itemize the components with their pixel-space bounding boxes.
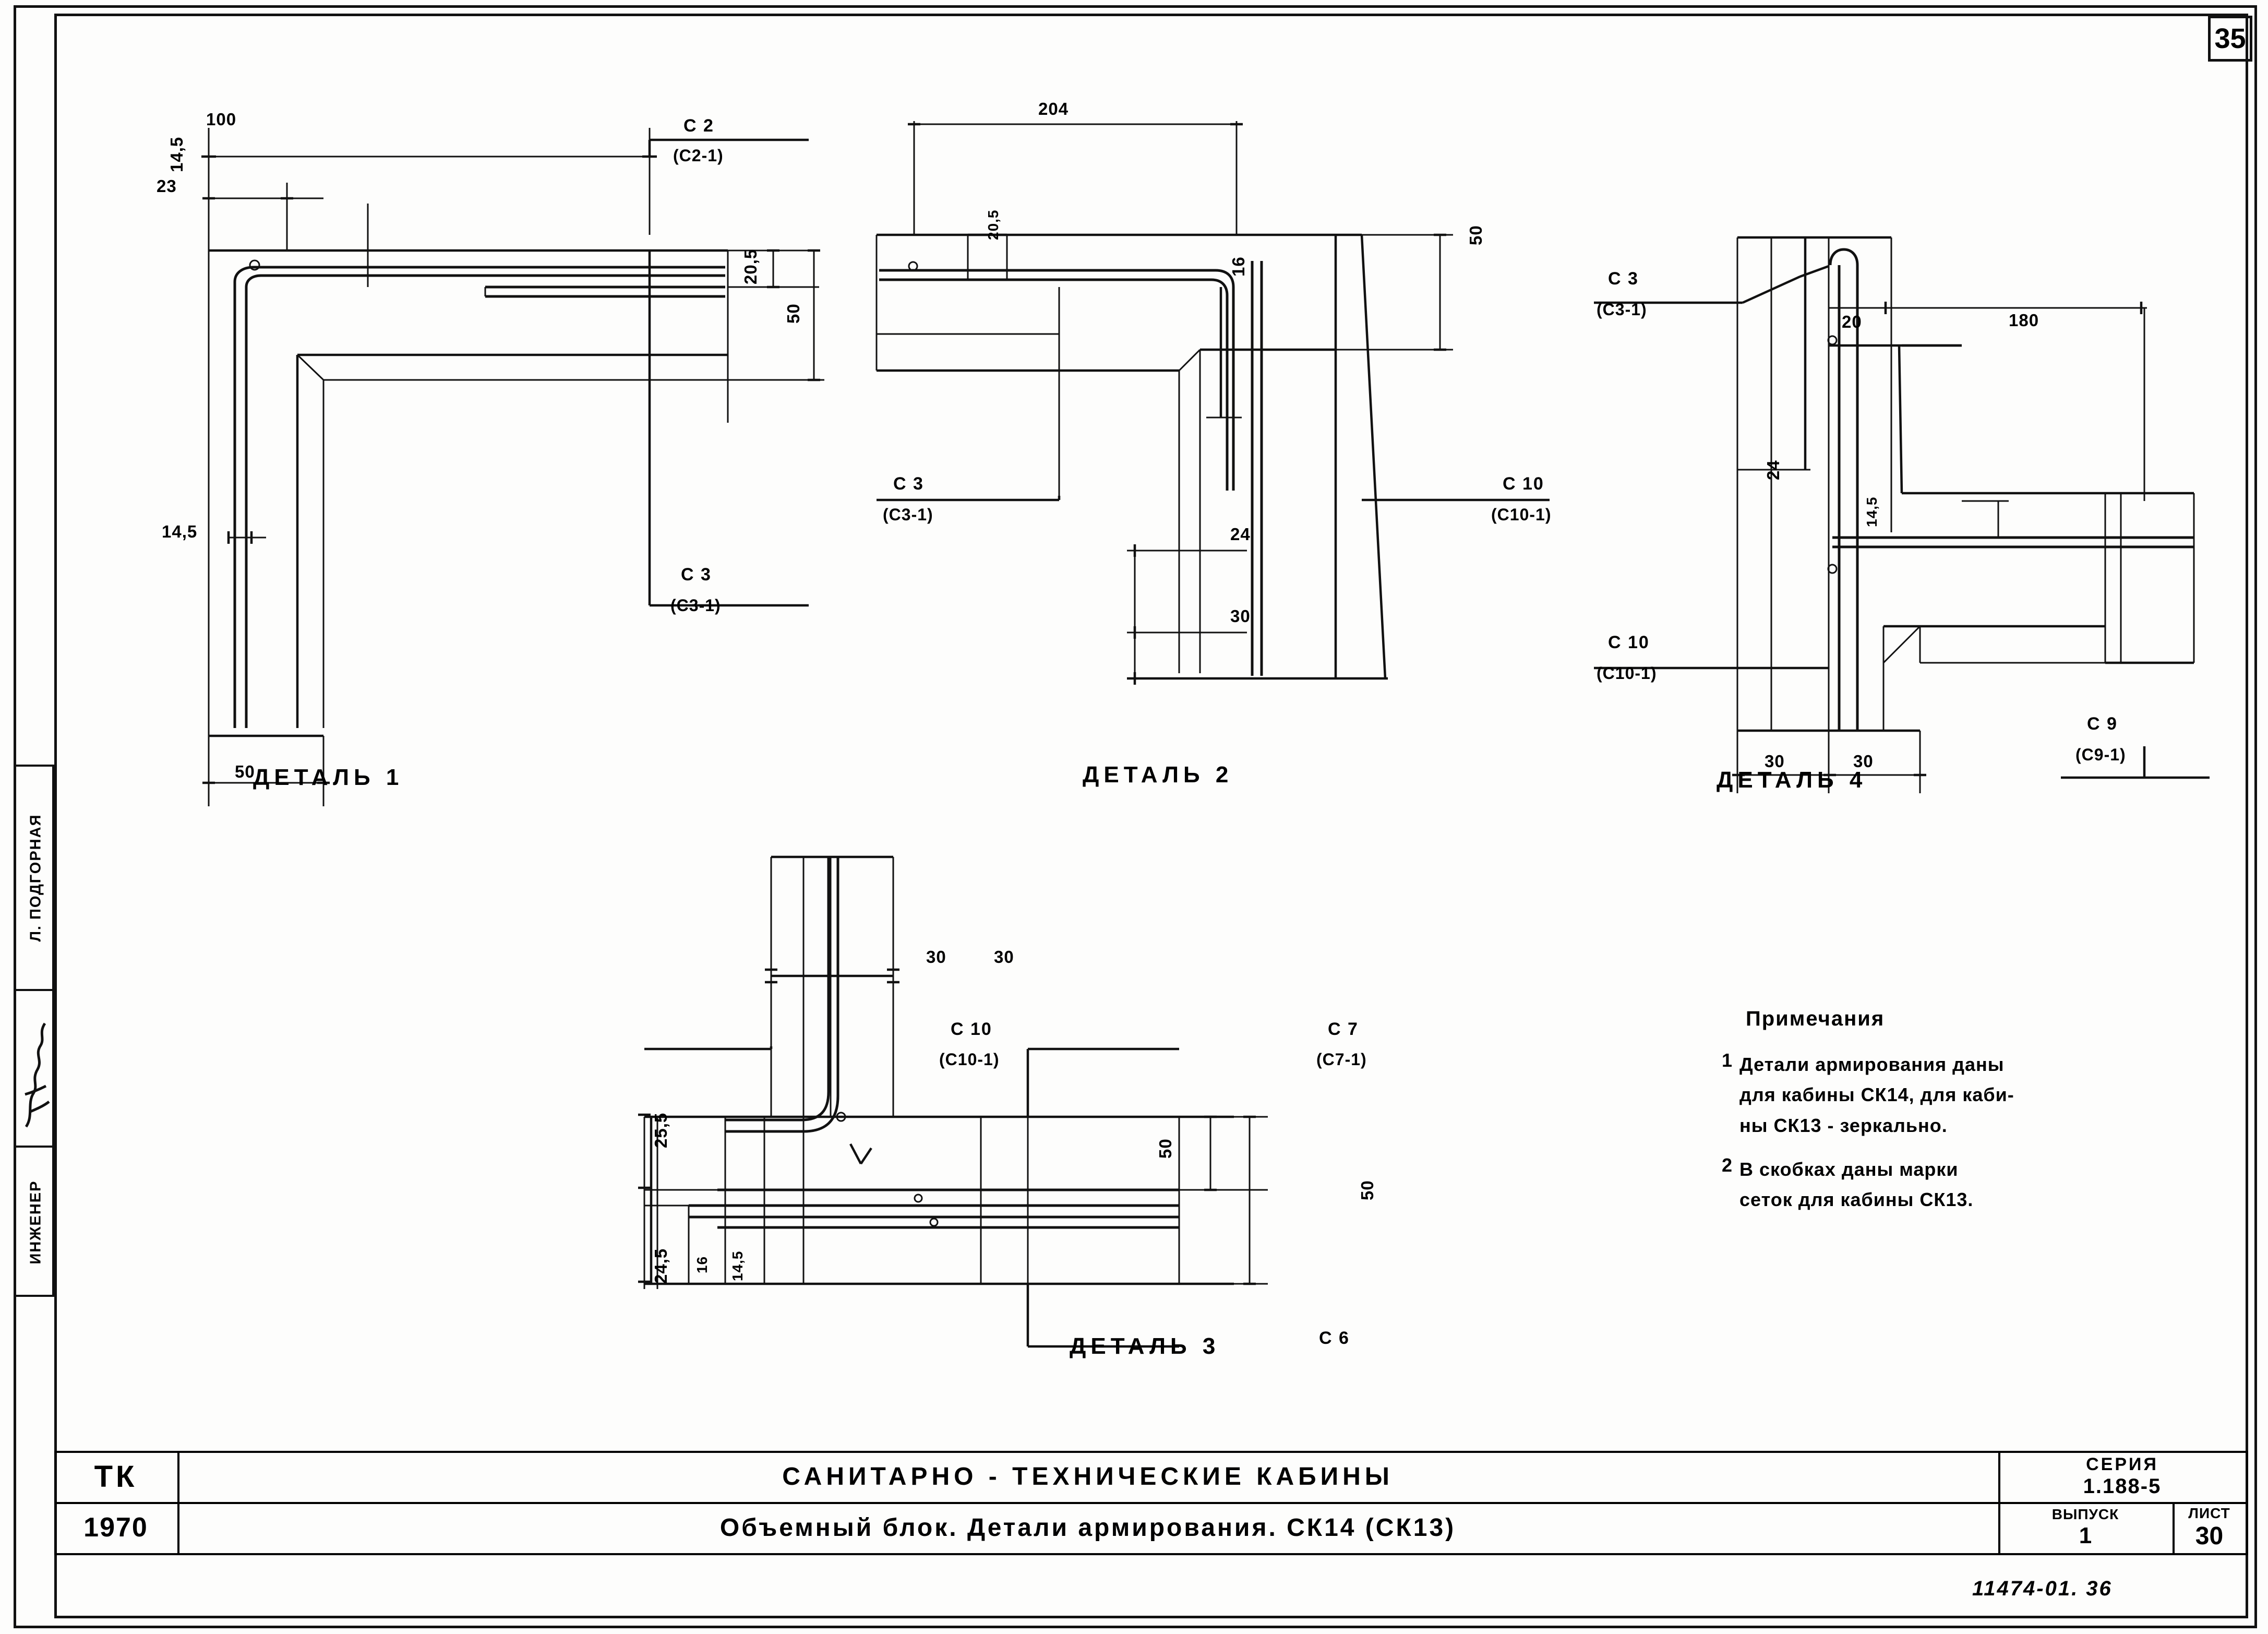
d2-dim-205: 20,5 — [985, 209, 1001, 241]
d1-dim-23: 23 — [157, 176, 177, 196]
title-year-cell: 1970 — [54, 1502, 177, 1553]
d1-mark-c2-sub: (С2-1) — [673, 146, 724, 165]
d4-mark-c9-sub: (С9-1) — [2075, 745, 2126, 764]
d3-dim-50b: 50 — [1358, 1180, 1377, 1200]
detail-1-drawing — [201, 128, 824, 806]
d2-dim-50: 50 — [1466, 225, 1485, 245]
d3-mark-c7: С 7 — [1328, 1019, 1359, 1039]
d2-dim-30: 30 — [1230, 606, 1251, 626]
d4-dim-20: 20 — [1842, 312, 1862, 331]
d4-mark-c10: С 10 — [1608, 633, 1650, 652]
d2-dim-204: 204 — [1038, 99, 1069, 118]
d1-mark-c3-sub: (С3-1) — [670, 596, 721, 615]
d1-dim-50-bottom: 50 — [235, 762, 255, 781]
d2-mark-c10: С 10 — [1503, 474, 1544, 494]
note-number: 2 — [1722, 1154, 1733, 1176]
stamp-cell-name: Л. ПОДГОРНАЯ — [16, 767, 56, 991]
d3-mark-c10: С 10 — [951, 1019, 992, 1039]
stamp-name: Л. ПОДГОРНАЯ — [27, 814, 44, 942]
page-number: 35 — [2214, 23, 2246, 54]
d3-dim-30a: 30 — [926, 947, 946, 967]
issue-value: 1 — [2079, 1523, 2092, 1548]
d3-mark-c7-sub: (С7-1) — [1316, 1050, 1367, 1069]
note-line: ны СК13 - зеркально. — [1739, 1114, 1948, 1136]
d4-mark-c3: С 3 — [1608, 269, 1639, 289]
sheet-inner-frame — [54, 14, 2248, 1618]
detail-3-drawing — [638, 855, 1268, 1348]
d3-dim-16: 16 — [694, 1256, 710, 1273]
stamp-cell-role: ИНЖЕНЕР — [16, 1148, 56, 1297]
d3-mark-c6: С 6 — [1319, 1328, 1350, 1348]
d2-mark-c3: С 3 — [893, 474, 924, 494]
detail-3-caption: ДЕТАЛЬ 3 — [1070, 1333, 1220, 1359]
stamp-role: ИНЖЕНЕР — [27, 1180, 44, 1265]
d3-dim-245: 24,5 — [651, 1248, 670, 1284]
detail-4-caption: ДЕТАЛЬ 4 — [1717, 767, 1867, 793]
note-text: В скобках даны марки сеток для кабины СК… — [1739, 1154, 1973, 1215]
left-stamp-column: Л. ПОДГОРНАЯ ИНЖЕНЕР — [14, 765, 56, 1297]
d4-dim-24: 24 — [1763, 460, 1783, 480]
note-line: сеток для кабины СК13. — [1739, 1189, 1974, 1211]
d1-dim-50-right: 50 — [784, 303, 803, 324]
stamp-cell-signature — [16, 991, 56, 1148]
series-value: 1.188-5 — [2083, 1475, 2162, 1498]
note-item: 2 В скобках даны марки сеток для кабины … — [1722, 1154, 2223, 1215]
note-number: 1 — [1722, 1049, 1733, 1071]
title-line2: Объемный блок. Детали армирования. СК14 … — [719, 1513, 1456, 1542]
d4-dim-180: 180 — [2009, 311, 2039, 330]
title-line1: САНИТАРНО - ТЕХНИЧЕСКИЕ КАБИНЫ — [782, 1462, 1394, 1490]
d2-dim-24: 24 — [1230, 524, 1251, 544]
series-label: СЕРИЯ — [2086, 1454, 2158, 1474]
note-line: для кабины СК14, для каби- — [1739, 1084, 2014, 1106]
d4-dim-145: 14,5 — [1864, 496, 1880, 528]
d4-mark-c3-sub: (С3-1) — [1597, 300, 1647, 319]
note-line: Детали армирования даны — [1739, 1054, 2005, 1075]
detail-2-caption: ДЕТАЛЬ 2 — [1083, 762, 1233, 788]
title-line2-cell: Объемный блок. Детали армирования. СК14 … — [177, 1502, 1998, 1553]
d3-mark-c10-sub: (С10-1) — [939, 1050, 1000, 1069]
note-line: В скобках даны марки — [1739, 1158, 1959, 1180]
drawing-number: 11474-01. 36 — [1972, 1577, 2113, 1600]
d2-mark-c10-sub: (С10-1) — [1491, 505, 1552, 524]
d3-dim-255: 25,5 — [651, 1112, 670, 1148]
issue-label: ВЫПУСК — [2051, 1506, 2119, 1522]
detail-2-drawing — [875, 121, 1550, 685]
d3-dim-50a: 50 — [1156, 1138, 1175, 1159]
title-year: 1970 — [83, 1512, 148, 1543]
d4-dim-30b: 30 — [1853, 752, 1874, 771]
d1-dim-145-left: 14,5 — [162, 522, 198, 541]
d4-mark-c9: С 9 — [2087, 714, 2118, 734]
d3-dim-30b: 30 — [994, 947, 1014, 967]
note-text: Детали армирования даны для кабины СК14,… — [1739, 1049, 2014, 1141]
d4-dim-30a: 30 — [1765, 752, 1785, 771]
notes-heading: Примечания — [1746, 1007, 1885, 1030]
d1-dim-145-top: 14,5 — [167, 136, 186, 172]
notes-block: Примечания 1 Детали армирования даны для… — [1722, 1007, 2223, 1221]
sheet-value: 30 — [2195, 1522, 2224, 1550]
sheet-cell: ЛИСТ 30 — [2173, 1502, 2246, 1553]
signature-icon — [25, 1022, 50, 1128]
d1-dim-100: 100 — [206, 110, 237, 129]
issue-cell: ВЫПУСК 1 — [1998, 1502, 2173, 1553]
page-number-box: 35 — [2208, 16, 2252, 62]
sheet-label: ЛИСТ — [2188, 1505, 2230, 1521]
d2-mark-c3-sub: (С3-1) — [883, 505, 933, 524]
title-code: ТК — [94, 1459, 138, 1494]
detail-1-caption: ДЕТАЛЬ 1 — [253, 765, 404, 790]
d3-dim-145: 14,5 — [729, 1250, 746, 1282]
d1-mark-c3: С 3 — [681, 565, 712, 585]
d1-dim-205: 20,5 — [741, 248, 760, 284]
d2-dim-16: 16 — [1229, 256, 1248, 277]
title-line1-cell: САНИТАРНО - ТЕХНИЧЕСКИЕ КАБИНЫ — [177, 1451, 1998, 1502]
series-cell: СЕРИЯ 1.188-5 — [1998, 1451, 2246, 1502]
title-block: ТК 1970 САНИТАРНО - ТЕХНИЧЕСКИЕ КАБИНЫ О… — [54, 1451, 2248, 1555]
d4-mark-c10-sub: (С10-1) — [1597, 664, 1657, 683]
d1-mark-c2: С 2 — [683, 116, 714, 136]
title-code-cell: ТК — [54, 1451, 177, 1502]
note-item: 1 Детали армирования даны для кабины СК1… — [1722, 1049, 2223, 1141]
detail-4-drawing — [1594, 236, 2210, 793]
